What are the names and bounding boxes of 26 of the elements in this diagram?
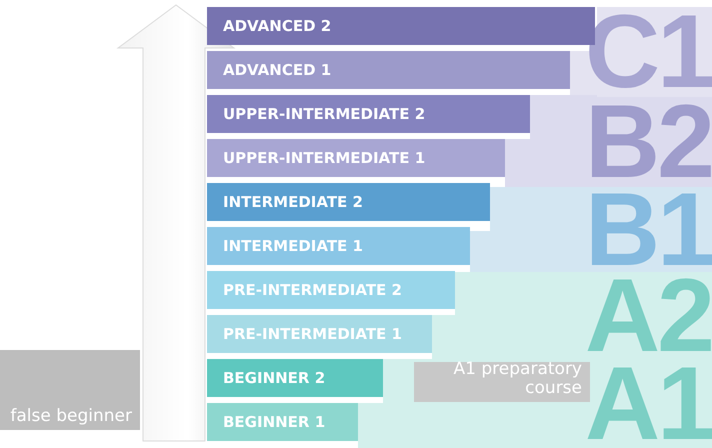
- level-name: false beginner: [10, 407, 132, 426]
- level-bar: [207, 271, 455, 309]
- level-code: A2: [585, 272, 712, 360]
- level-name: UPPER-INTERMEDIATE 2: [223, 105, 426, 123]
- level-bar: [207, 359, 383, 397]
- level-name: ADVANCED 1: [223, 61, 332, 79]
- level-name: INTERMEDIATE 2: [223, 193, 363, 211]
- level-bar: [207, 139, 505, 177]
- level-name: UPPER-INTERMEDIATE 1: [223, 149, 426, 167]
- level-code: B2: [585, 98, 712, 186]
- level-bar: [207, 315, 432, 353]
- level-name: ADVANCED 2: [223, 17, 332, 35]
- level-bar: [207, 227, 470, 265]
- level-code: C1: [585, 8, 712, 96]
- level-name: PRE-INTERMEDIATE 1: [223, 325, 402, 343]
- level-name: PRE-INTERMEDIATE 2: [223, 281, 402, 299]
- level-bar: [207, 51, 570, 89]
- level-bar: [207, 183, 490, 221]
- note-box: [0, 350, 140, 430]
- level-bar: [207, 403, 358, 441]
- level-code: B1: [585, 186, 712, 274]
- level-name: INTERMEDIATE 1: [223, 237, 363, 255]
- level-name: BEGINNER 2: [223, 369, 326, 387]
- level-bar: [207, 95, 530, 133]
- level-name: BEGINNER 1: [223, 413, 326, 431]
- level-code: A1: [585, 360, 712, 448]
